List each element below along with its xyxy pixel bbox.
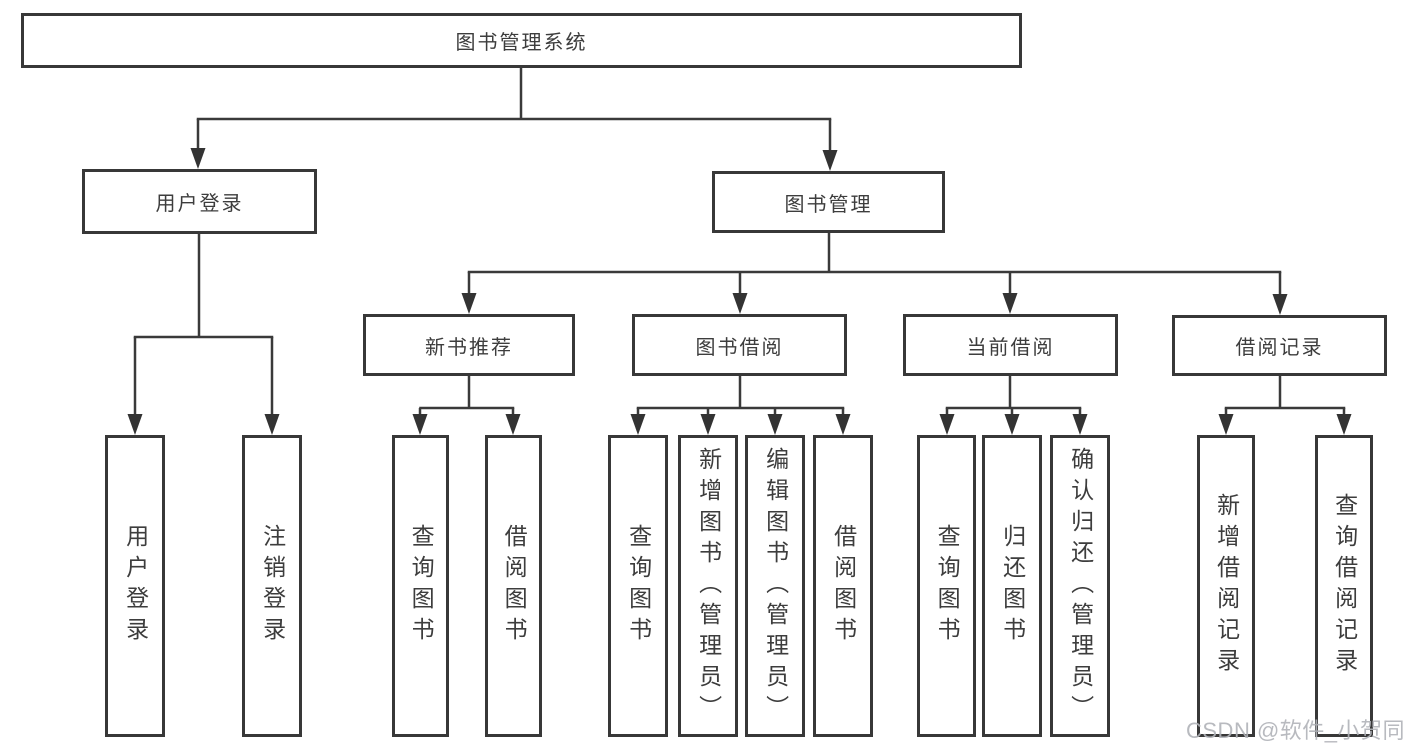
node-leaf-query-books-recommend: 查询图书 [392, 435, 449, 737]
connector-user-login-to-leaves [127, 234, 280, 435]
node-new-book-recommend: 新书推荐 [363, 314, 575, 376]
node-leaf-confirm-return-admin: 确认归还（管理员） [1050, 435, 1110, 737]
node-leaf-logout: 注销登录 [242, 435, 302, 737]
node-leaf-query-books-current: 查询图书 [917, 435, 976, 737]
node-current-borrow: 当前借阅 [903, 314, 1118, 376]
node-leaf-add-borrow-record: 新增借阅记录 [1197, 435, 1255, 737]
connector-current-to-leaves [939, 376, 1088, 435]
connector-record-to-leaves [1218, 376, 1352, 435]
connector-book-mgmt-to-level3 [461, 233, 1288, 315]
csdn-watermark: CSDN @软件_小贺同学 [1186, 718, 1405, 743]
node-leaf-return-book: 归还图书 [982, 435, 1042, 737]
node-leaf-add-book-admin: 新增图书（管理员） [678, 435, 738, 737]
node-leaf-query-books-borrow: 查询图书 [608, 435, 668, 737]
node-leaf-user-login: 用户登录 [105, 435, 165, 737]
node-leaf-borrow-books-recommend: 借阅图书 [485, 435, 542, 737]
node-leaf-edit-book-admin: 编辑图书（管理员） [745, 435, 805, 737]
node-root-library-system: 图书管理系统 [21, 13, 1022, 68]
node-book-borrow: 图书借阅 [632, 314, 847, 376]
connector-root-to-level2 [190, 68, 838, 171]
node-user-login: 用户登录 [82, 169, 317, 234]
node-book-management: 图书管理 [712, 171, 945, 233]
node-borrow-record: 借阅记录 [1172, 315, 1387, 376]
connector-borrow-to-leaves [630, 376, 851, 435]
node-leaf-borrow-books: 借阅图书 [813, 435, 873, 737]
node-leaf-query-borrow-record: 查询借阅记录 [1315, 435, 1373, 737]
connector-recommend-to-leaves [412, 376, 521, 435]
